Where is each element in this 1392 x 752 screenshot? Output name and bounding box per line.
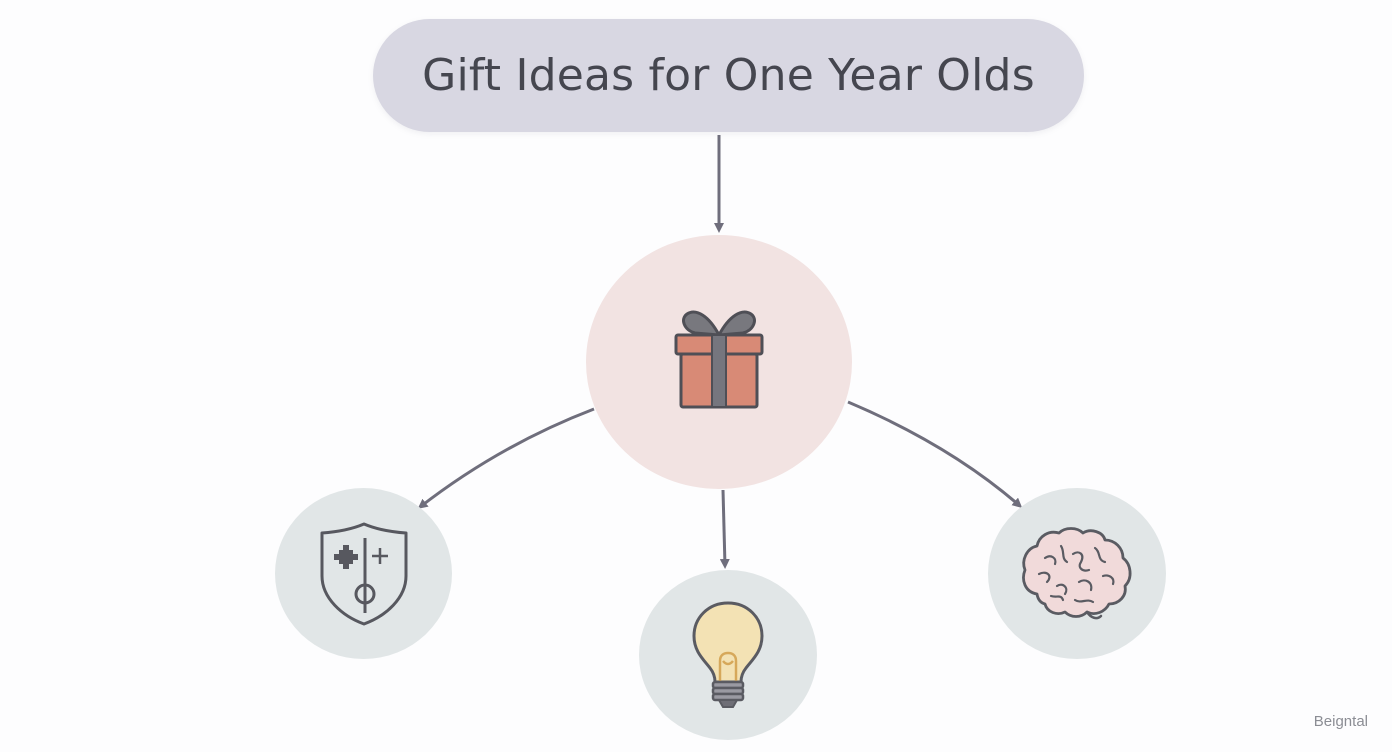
title-pill: Gift Ideas for One Year Olds	[373, 19, 1084, 132]
edge-center-to-left	[417, 407, 595, 509]
diagram-title: Gift Ideas for One Year Olds	[422, 50, 1035, 101]
gift-icon	[674, 310, 764, 409]
node-bottom	[639, 570, 817, 740]
edge-center-to-right	[847, 400, 1023, 508]
brain-icon	[1022, 526, 1132, 619]
node-left	[275, 488, 452, 659]
shield-icon	[320, 522, 407, 626]
watermark: Beigntal	[1313, 713, 1368, 730]
lightbulb-icon	[692, 601, 764, 708]
node-right	[988, 488, 1166, 659]
node-center	[586, 235, 852, 489]
edge-center-to-bottom	[719, 489, 730, 569]
